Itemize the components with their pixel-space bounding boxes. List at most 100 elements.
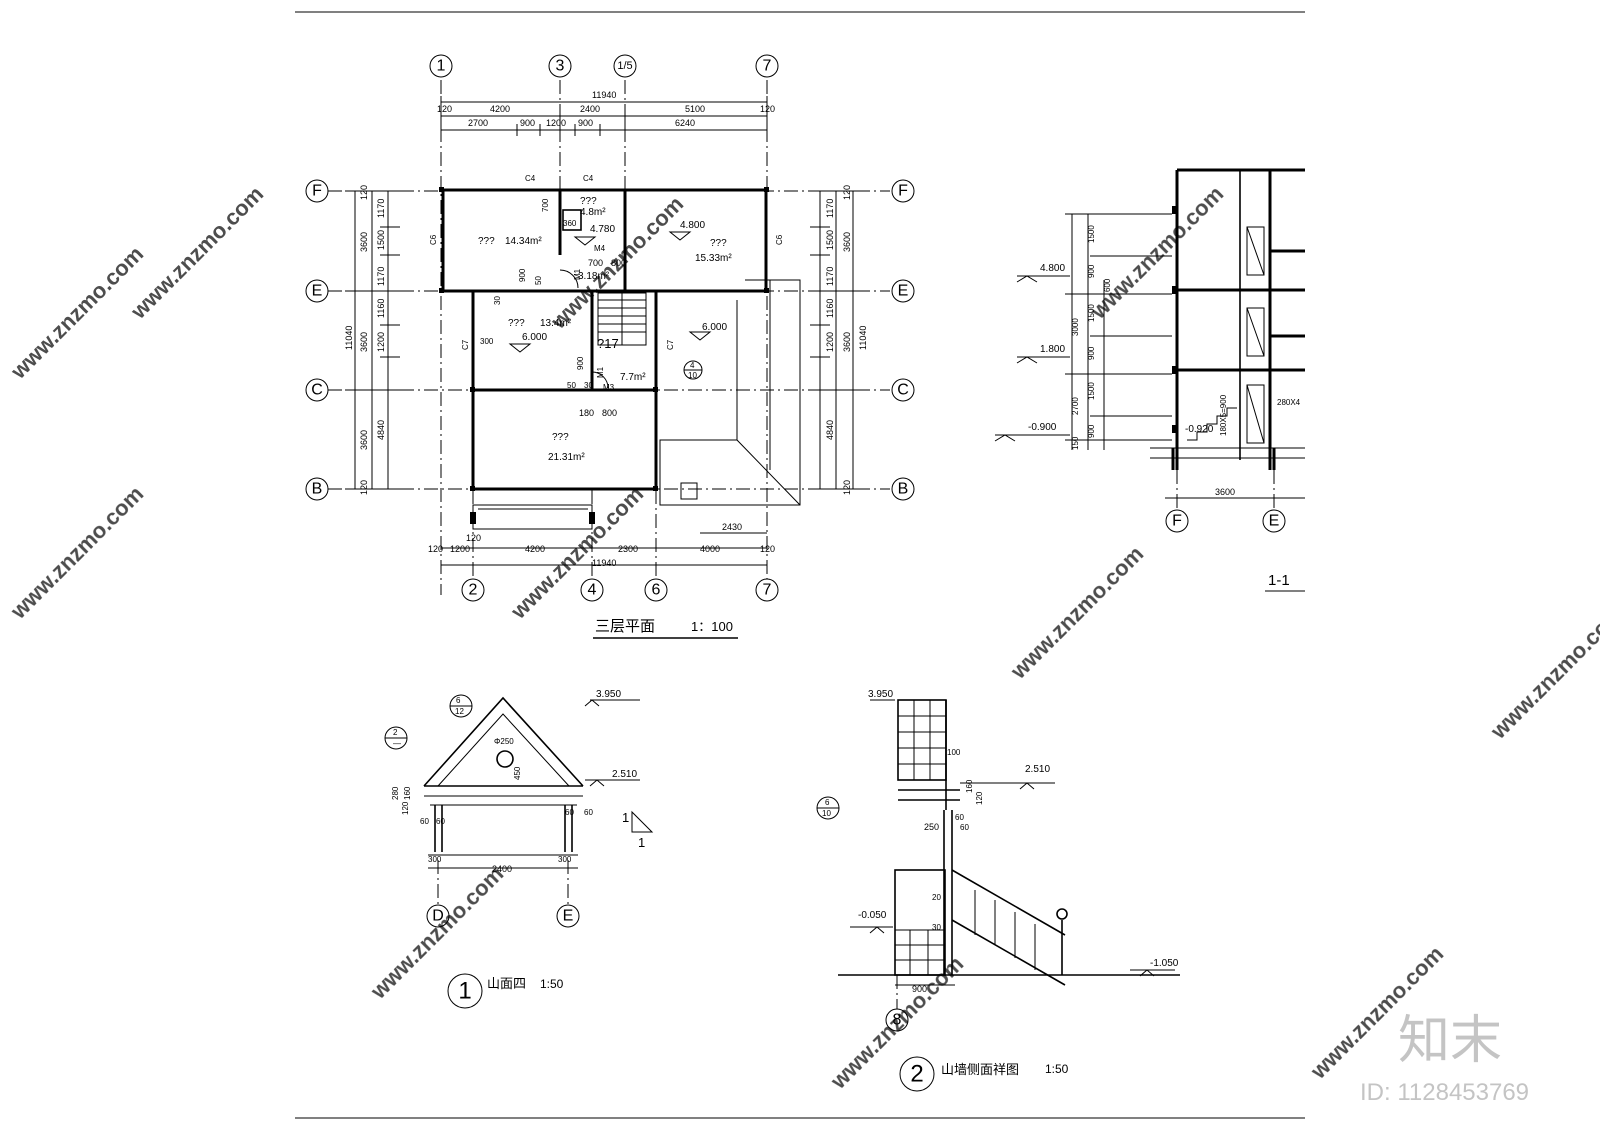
plan-room-labels: ??? 14.34m² ??? 4.8m² ??? 15.33m² ??? 13… <box>429 174 784 463</box>
dim-label: 60 <box>584 808 593 817</box>
room-area: 21.31m² <box>548 452 585 463</box>
level-mark: 3.950 <box>868 689 893 700</box>
dim-label: 700 <box>588 258 603 268</box>
plan-bottom-axis-bubbles: 2 4 6 7 <box>461 578 779 602</box>
dim-label: 30 <box>584 381 593 390</box>
dim-label: 1200 <box>546 118 566 128</box>
gable-labels: 6 12 2 — 3.950 2.510 Φ250 450 280 160 12… <box>391 689 645 1005</box>
axis-bubble: B <box>898 481 909 498</box>
window-tag: C7 <box>666 339 675 350</box>
dim-label: 280 <box>391 786 400 800</box>
dim-label: 2300 <box>618 544 638 554</box>
room-name: ??? <box>580 196 597 207</box>
dim-label: 900 <box>578 118 593 128</box>
room-area: 3.18m² <box>578 271 610 282</box>
dim-label: 2700 <box>468 118 488 128</box>
dim-label: 30 <box>493 296 502 305</box>
dim-label: 900 <box>912 984 927 994</box>
gable-elevation <box>384 694 654 1009</box>
detail-ref: 6 <box>825 798 830 807</box>
axis-bubble: 1 <box>437 58 446 75</box>
level-mark: 4.780 <box>590 224 615 235</box>
room-name: ??? <box>508 318 525 329</box>
dim-label: 50 <box>534 276 543 285</box>
window-tag: C6 <box>429 234 438 245</box>
dim-label: 120 <box>842 480 852 495</box>
room-area: 14.34m² <box>505 236 542 247</box>
dim-label: 1170 <box>825 199 835 218</box>
room-area: 13.4m² <box>540 318 572 329</box>
door-tag: M3 <box>603 383 615 392</box>
dim-label: 300 <box>480 337 494 346</box>
dim-label: 120 <box>760 104 775 114</box>
dim-label: 1200 <box>825 332 835 352</box>
floor-plan <box>328 80 890 595</box>
dim-label: 3000 <box>1071 318 1080 336</box>
door-tag: M1 <box>573 268 582 280</box>
level-mark: -0.050 <box>858 910 887 921</box>
dim-label: 3600 <box>842 232 852 252</box>
dim-label: 3600 <box>359 332 369 352</box>
dim-label: 2430 <box>722 522 742 532</box>
stair-note: 180X5=900 <box>1219 394 1228 436</box>
dim-label: 700 <box>541 198 550 212</box>
dim-label: 60 <box>420 817 429 826</box>
detail-number: 2 <box>910 1061 923 1088</box>
dim-label: 11940 <box>592 90 616 100</box>
level-mark: 1.800 <box>1040 344 1065 355</box>
dim-label: 900 <box>1087 424 1096 438</box>
level-mark: 3.950 <box>596 689 621 700</box>
dim-label: 1170 <box>376 199 386 218</box>
stair-note: 280X4 <box>1277 398 1301 407</box>
dim-label: 30 <box>932 923 941 932</box>
brand-logo: 知末 ID: 1128453769 <box>1360 1011 1529 1106</box>
vent-label: Φ250 <box>494 737 514 746</box>
dim-label: 2400 <box>580 104 600 114</box>
axis-bubble: 7 <box>763 58 772 75</box>
dim-label: 100 <box>947 748 961 757</box>
axis-bubble: E <box>563 908 574 925</box>
watermark-text: www.znzmo.com <box>1085 181 1228 324</box>
dim-label: 120 <box>437 104 452 114</box>
level-mark: -1.050 <box>1150 958 1179 969</box>
side-title: 山墙侧面祥图 <box>941 1062 1019 1077</box>
dim-label: 600 <box>1103 278 1112 292</box>
dim-label: 120 <box>842 185 852 200</box>
dim-label: 300 <box>428 855 442 864</box>
dim-label: 120 <box>428 544 443 554</box>
dim-label: 1500 <box>376 230 386 250</box>
window-tag: C7 <box>461 339 470 350</box>
level-mark: 6.000 <box>702 322 727 333</box>
brand-logo-text: 知末 <box>1398 1011 1502 1071</box>
dim-label: 4200 <box>490 104 510 114</box>
axis-bubble: 6 <box>652 582 661 599</box>
side-wall-detail <box>816 699 1180 1092</box>
level-mark: 4.800 <box>1040 263 1065 274</box>
watermark-text: www.znzmo.com <box>125 181 268 324</box>
dim-label: 20 <box>932 893 941 902</box>
level-mark: 6.000 <box>522 332 547 343</box>
image-id: ID: 1128453769 <box>1360 1079 1529 1106</box>
dim-label: 60 <box>436 817 445 826</box>
dim-label: 1170 <box>825 267 835 286</box>
dim-label: 250 <box>924 822 939 832</box>
side-scale: 1:50 <box>1045 1062 1069 1076</box>
section-title: 1-1 <box>1268 572 1290 589</box>
detail-ref: 10 <box>688 371 697 380</box>
dim-label: 150 <box>1071 436 1080 450</box>
slope-rise: 1 <box>622 810 629 825</box>
section-labels: 4.800 1.800 -0.900 -0.920 1500 900 600 1… <box>1028 225 1305 592</box>
gable-title: 山面四 <box>487 976 526 991</box>
dim-label: 360 <box>563 219 577 228</box>
window-tag: C4 <box>525 174 536 183</box>
axis-bubble: 4 <box>588 582 597 599</box>
dim-label: 300 <box>558 855 572 864</box>
axis-bubble: 7 <box>763 582 772 599</box>
level-mark: 4.800 <box>680 220 705 231</box>
dim-label: 180 <box>579 408 594 418</box>
dim-label: 4200 <box>525 544 545 554</box>
dim-label: 120 <box>359 480 369 495</box>
axis-bubble: 2 <box>469 582 478 599</box>
dim-label: 1170 <box>376 267 386 286</box>
